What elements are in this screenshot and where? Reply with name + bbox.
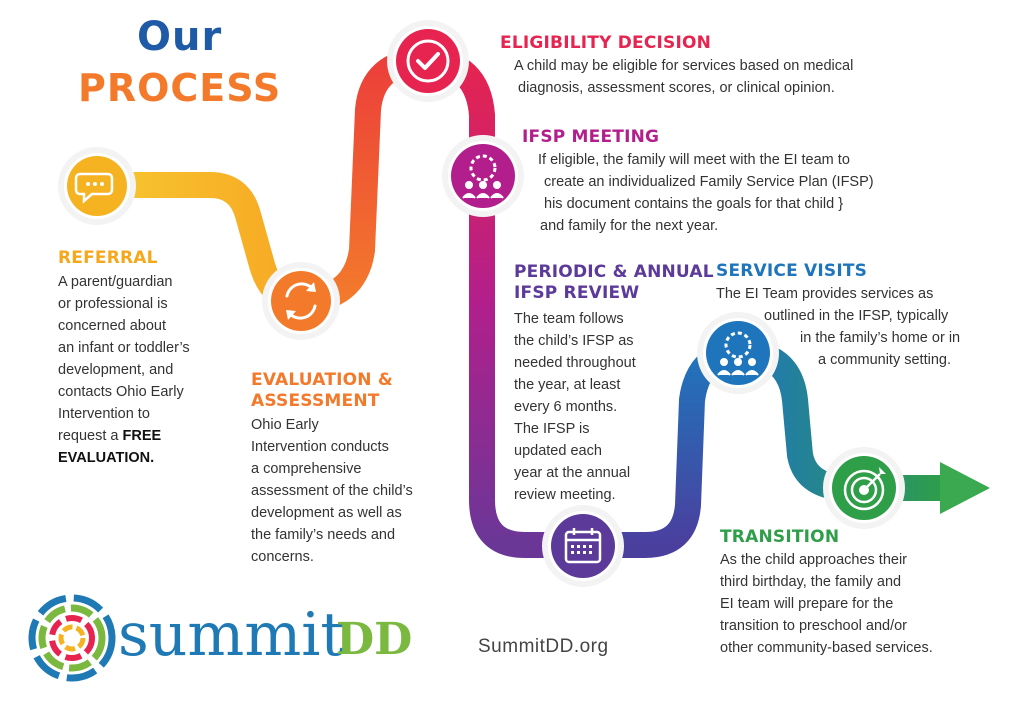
periodic-review-line: The team follows	[514, 311, 624, 327]
periodic-review-line: review meeting.	[514, 487, 616, 503]
team-gear-icon	[442, 135, 524, 217]
referral-line: an infant or toddler’s	[58, 340, 190, 356]
service-visits-description: The EI Team provides services as outline…	[716, 283, 960, 371]
transition-line: other community-based services.	[720, 640, 933, 656]
evaluation-heading-line: EVALUATION &	[251, 370, 393, 390]
summit-dd-logo-wordmark: summit	[118, 600, 345, 670]
referral-line: or professional is	[58, 296, 168, 312]
free-evaluation-emphasis: EVALUATION.	[58, 450, 155, 466]
transition-line: As the child approaches their	[720, 552, 907, 568]
transition-line: transition to preschool and/or	[720, 618, 907, 634]
checkmark-icon	[387, 20, 469, 102]
evaluation-line: a comprehensive	[251, 461, 362, 477]
evaluation-line: the family’s needs and	[251, 527, 396, 543]
periodic-review-heading-line: IFSP REVIEW	[514, 283, 640, 303]
summit-dd-logo-swirl	[28, 594, 116, 682]
evaluation-line: assessment of the child’s	[251, 483, 413, 499]
transition-line: EI team will prepare for the	[720, 596, 894, 612]
ifsp-meeting-line: and family for the next year.	[540, 218, 719, 234]
speech-bubbles-icon	[58, 147, 136, 225]
transition-line: third birthday, the family and	[720, 574, 902, 590]
evaluation-description: Ohio Early Intervention conducts a compr…	[251, 414, 413, 568]
periodic-review-line: the year, at least	[514, 377, 621, 393]
arrow-head	[940, 462, 990, 514]
eligibility-line: A child may be eligible for services bas…	[514, 58, 854, 74]
free-evaluation-emphasis: FREE	[122, 428, 162, 444]
path-segment-evaluation	[287, 47, 438, 313]
periodic-review-line: year at the annual	[514, 465, 631, 481]
referral-line: Intervention to	[58, 406, 150, 422]
evaluation-line: Ohio Early	[251, 417, 319, 433]
referral-description: A parent/guardian or professional is con…	[58, 271, 190, 469]
periodic-review-line: needed throughout	[514, 355, 636, 371]
ifsp-meeting-line: create an individualized Family Service …	[544, 174, 874, 190]
transition-heading: TRANSITION	[720, 527, 840, 547]
eligibility-line: diagnosis, assessment scores, or clinica…	[518, 80, 835, 96]
periodic-review-description: The team follows the child’s IFSP as nee…	[514, 308, 636, 506]
team-gear-icon	[697, 312, 779, 394]
referral-line: A parent/guardian	[58, 274, 173, 290]
summit-dd-logo-suffix: DD	[336, 614, 413, 665]
referral-line: development, and	[58, 362, 174, 378]
transition-description: As the child approaches their third birt…	[720, 549, 933, 659]
referral-heading: REFERRAL	[58, 248, 158, 268]
service-visits-heading: SERVICE VISITS	[716, 261, 868, 281]
service-visits-line: in the family’s home or in	[800, 330, 961, 346]
calendar-icon	[542, 505, 624, 587]
evaluation-line: concerns.	[251, 549, 314, 565]
periodic-review-line: updated each	[514, 443, 602, 459]
periodic-review-line: the child’s IFSP as	[514, 333, 634, 349]
periodic-review-heading: PERIODIC & ANNUAL IFSP REVIEW	[514, 262, 714, 304]
evaluation-heading-line: ASSESSMENT	[251, 391, 380, 411]
page-title-line-1: Our	[137, 14, 223, 60]
evaluation-heading: EVALUATION & ASSESSMENT	[251, 370, 393, 412]
periodic-review-heading-line: PERIODIC & ANNUAL	[514, 262, 714, 282]
eligibility-heading: ELIGIBILITY DECISION	[500, 33, 712, 53]
referral-line: request a	[58, 428, 123, 444]
referral-line: contacts Ohio Early	[58, 384, 184, 400]
service-visits-line: outlined in the IFSP, typically	[764, 308, 949, 324]
referral-line: concerned about	[58, 318, 167, 334]
ifsp-meeting-description: If eligible, the family will meet with t…	[538, 149, 874, 237]
target-arrow-icon	[823, 447, 905, 529]
page-title-line-2: PROCESS	[78, 66, 282, 110]
service-visits-line: a community setting.	[818, 352, 951, 368]
service-visits-line: The EI Team provides services as	[716, 286, 934, 302]
periodic-review-line: The IFSP is	[514, 421, 590, 437]
refresh-cycle-icon	[262, 262, 340, 340]
eligibility-description: A child may be eligible for services bas…	[514, 55, 853, 99]
ifsp-meeting-line: If eligible, the family will meet with t…	[538, 152, 850, 168]
periodic-review-line: every 6 months.	[514, 399, 618, 415]
evaluation-line: Intervention conducts	[251, 439, 389, 455]
ifsp-meeting-heading: IFSP MEETING	[522, 127, 660, 147]
evaluation-line: development as well as	[251, 505, 402, 521]
ifsp-meeting-line: his document contains the goals for that…	[544, 196, 844, 212]
website-link[interactable]: SummitDD.org	[478, 636, 609, 657]
